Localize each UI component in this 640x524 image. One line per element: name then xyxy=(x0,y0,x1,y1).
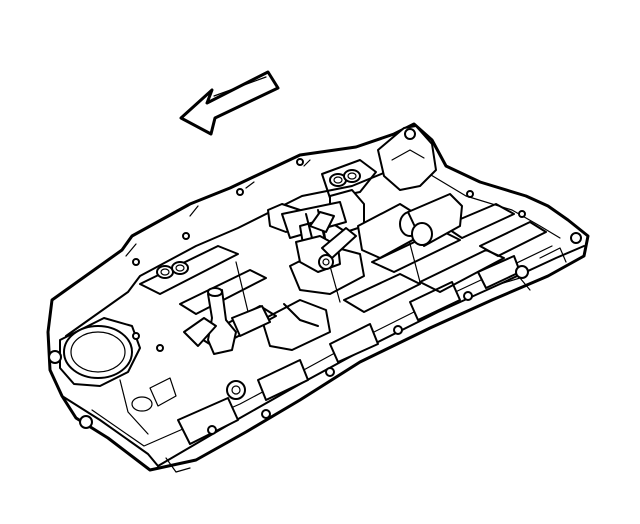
sensor-bracket xyxy=(267,189,365,273)
o-ring-ports xyxy=(156,169,361,279)
bolt-bosses xyxy=(132,158,582,435)
pipe-fitting xyxy=(183,287,271,355)
manifold-body xyxy=(46,122,590,473)
arrow-left-icon xyxy=(179,70,280,136)
runner-ports xyxy=(177,255,521,445)
spool-cylinders xyxy=(357,193,463,259)
